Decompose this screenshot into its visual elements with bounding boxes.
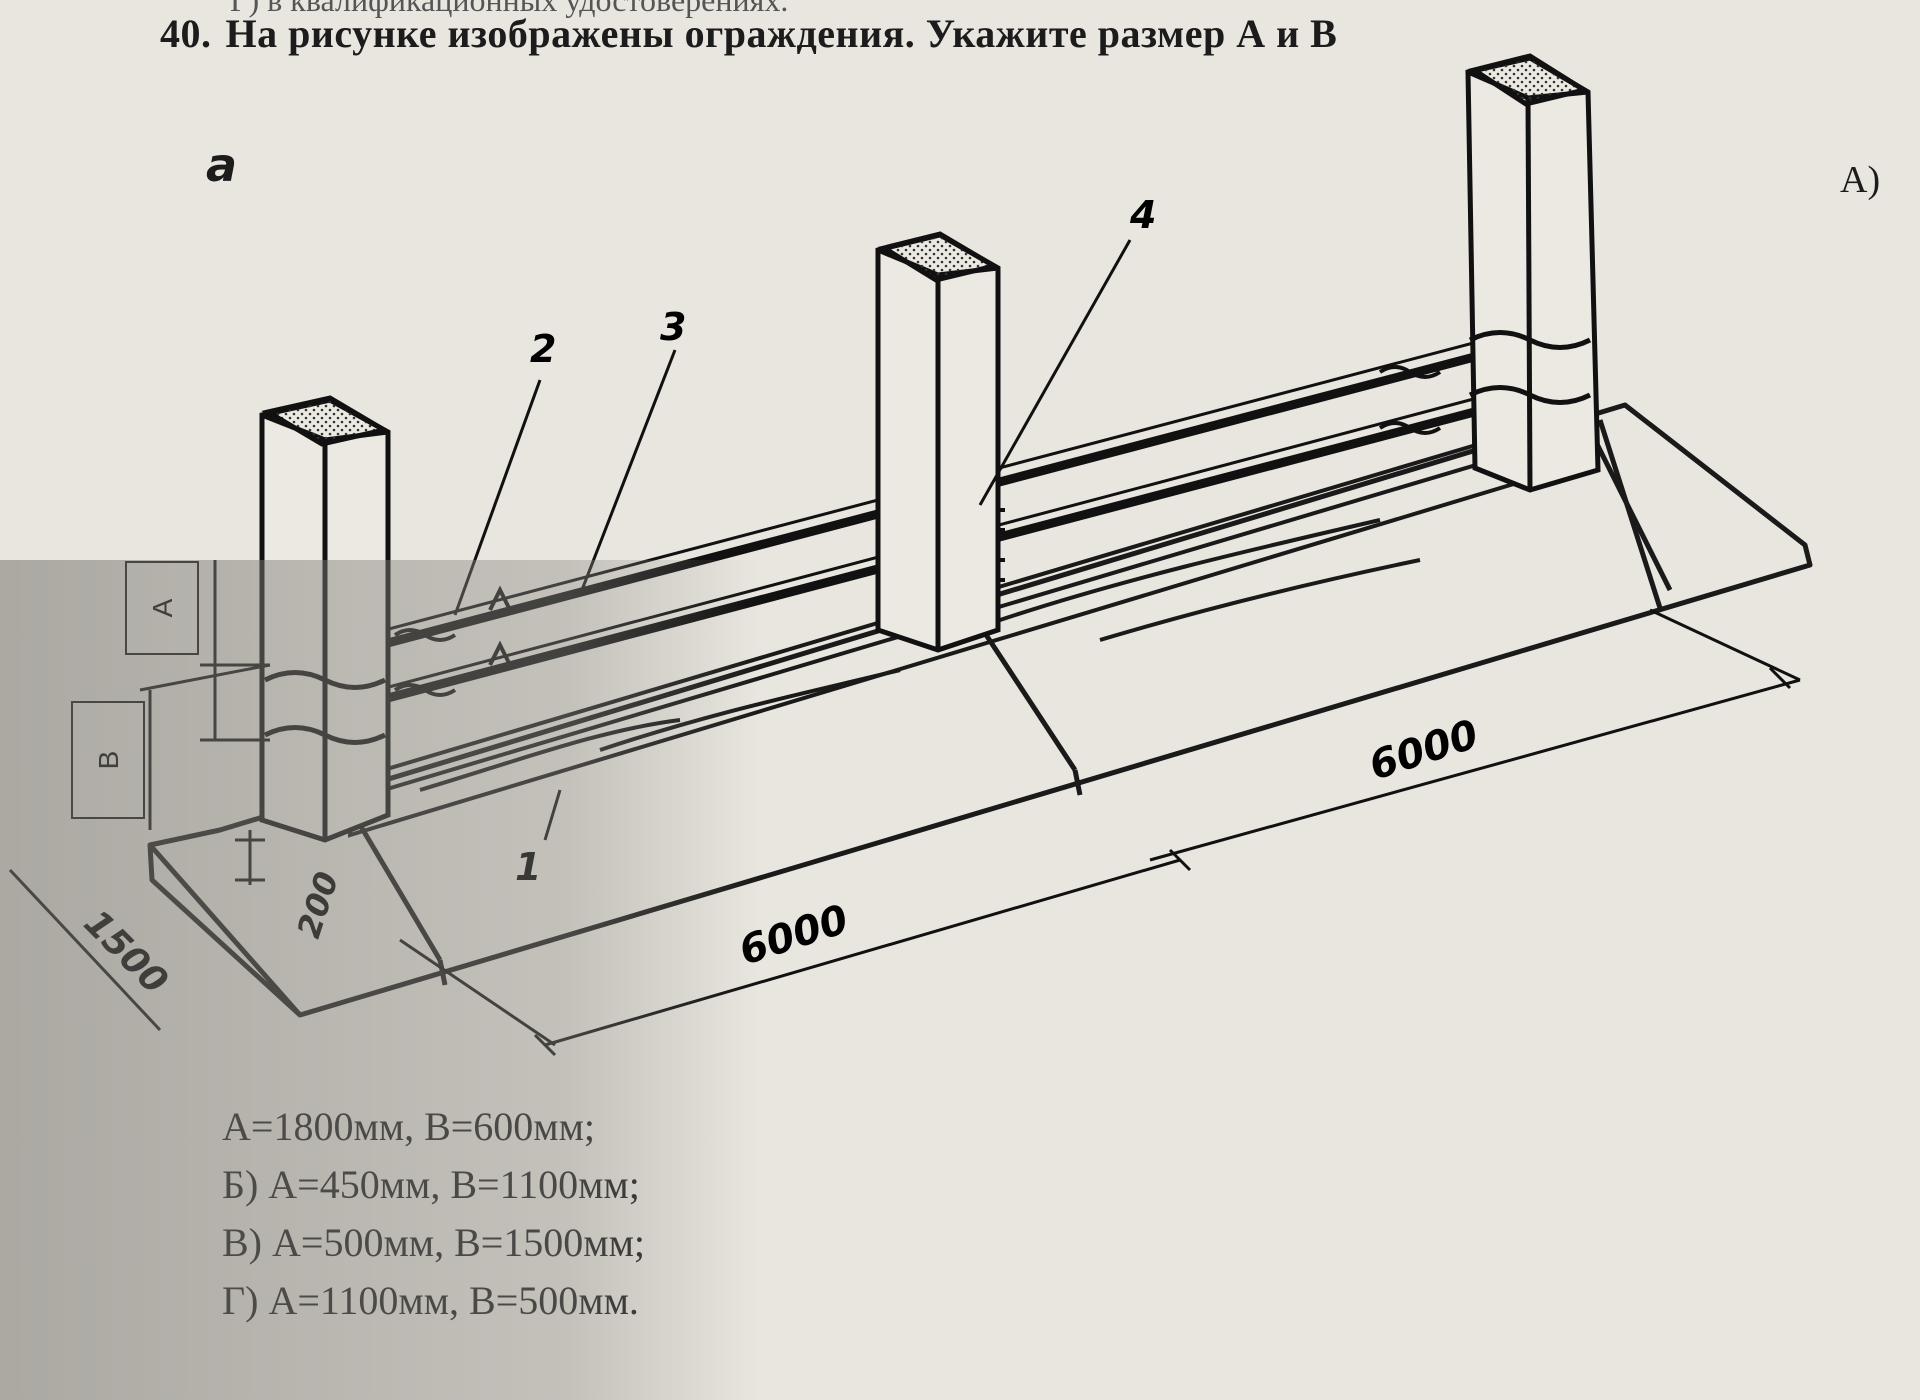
dim-span-6000-left: 6000 [734,896,854,974]
dim-box-b: В [71,701,145,819]
fence-post-right [1465,53,1601,493]
callout-1: 1 [515,845,541,889]
dim-box-b-label: В [93,751,124,770]
option-d[interactable]: Г) А=1100мм, В=500мм. [222,1278,639,1323]
dim-box-a-label: А [147,598,178,617]
previous-question-line: Г) в квалификационных удостоверениях. [230,0,789,18]
callout-2: 2 [530,327,556,371]
dim-width-1500: 1500 [76,902,176,1002]
dim-box-a: А [125,561,199,655]
question-number: 40. [160,11,212,56]
question-text: На рисунке изображены ограждения. Укажит… [225,11,1338,56]
callout-3: 3 [660,305,686,349]
side-answer-marker: А) [1840,159,1881,201]
dim-height-200: 200 [289,867,346,942]
option-a[interactable]: А=1800мм, В=600мм; [222,1104,596,1149]
figure-letter: а [206,138,238,192]
option-c[interactable]: В) А=500мм, В=1500мм; [222,1220,646,1265]
answer-options: А=1800мм, В=600мм; Б) А=450мм, В=1100мм;… [222,1098,645,1330]
callout-4: 4 [1129,193,1156,237]
dim-span-6000-right: 6000 [1364,711,1484,789]
question-heading: 40. На рисунке изображены ограждения. Ука… [160,10,1337,57]
fence-post-left [259,395,391,843]
fence-post-middle [875,231,1001,653]
option-b[interactable]: Б) А=450мм, В=1100мм; [222,1162,640,1207]
